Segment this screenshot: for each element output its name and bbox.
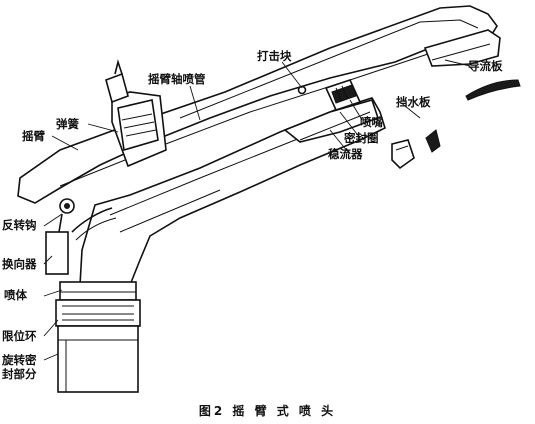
label-reverser: 换向器 <box>2 257 37 271</box>
flow-stabilizer-part <box>283 99 380 143</box>
label-rotary-seal-line2: 封部分 <box>2 367 37 381</box>
label-nozzle-body: 喷体 <box>4 288 27 302</box>
spring-assembly <box>105 59 167 168</box>
label-limit-ring: 限位环 <box>2 329 37 343</box>
leader-lines <box>43 59 471 361</box>
label-flow-stabilizer: 稳流器 <box>328 147 363 161</box>
label-swing-arm-pin-nozzle-tube: 摇臂轴喷管 <box>148 72 206 86</box>
label-nozzle: 喷嘴 <box>360 115 383 129</box>
reverser-part <box>45 207 117 275</box>
label-swing-arm: 摇臂 <box>22 129 45 143</box>
nozzle-body-part <box>59 281 137 301</box>
label-spring: 弹簧 <box>56 117 79 131</box>
baffle-parts <box>391 129 441 170</box>
rotary-seal-part <box>57 325 139 393</box>
label-seal-ring: 密封圈 <box>344 131 379 145</box>
figure-caption: 图2 摇 臂 式 喷 头 <box>198 404 337 418</box>
reverse-hook-part <box>57 198 75 245</box>
limit-ring-part <box>55 299 141 327</box>
arm-tip <box>423 29 501 67</box>
strike-block-pin <box>297 85 307 95</box>
label-rotary-seal-line1: 旋转密 <box>2 353 37 367</box>
label-guide-plate: 导流板 <box>468 59 503 73</box>
label-strike-block: 打击块 <box>257 49 292 63</box>
label-baffle: 挡水板 <box>396 95 431 109</box>
guide-plate-part <box>465 79 521 101</box>
label-reverse-hook: 反转钩 <box>2 218 37 232</box>
